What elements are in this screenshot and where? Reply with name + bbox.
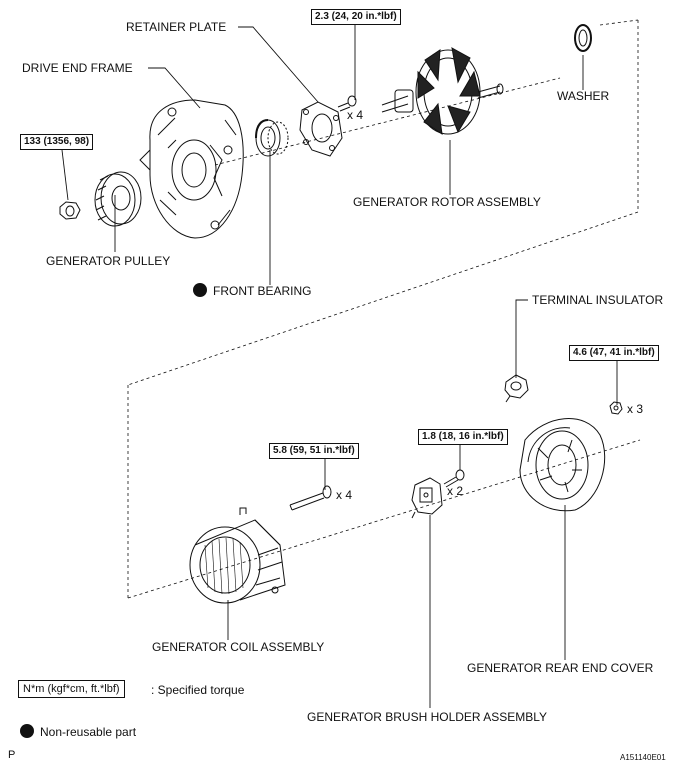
label-generator-brush-holder-assembly: GENERATOR BRUSH HOLDER ASSEMBLY	[307, 710, 548, 724]
rear-end-cover-drawing	[519, 418, 606, 512]
qty-rear-cover-nut: x 3	[627, 402, 644, 416]
torque-pulley-nut: 133 (1356, 98)	[20, 134, 94, 150]
nonreusable-marker-icon	[193, 283, 207, 297]
label-drive-end-frame: DRIVE END FRAME	[22, 61, 133, 75]
torque-brush-holder-screw: 1.8 (18, 16 in.*lbf)	[418, 429, 508, 445]
qty-through-bolt: x 4	[336, 488, 353, 502]
pulley-nut-drawing	[59, 201, 81, 220]
rotor-assembly-drawing	[381, 47, 504, 136]
legend-torque-box: N*m (kgf*cm, ft.*lbf)	[18, 680, 125, 698]
brush-holder-screw-drawing	[443, 469, 465, 488]
footer-left-mark: P	[8, 749, 16, 761]
footer-figure-id: A151140E01	[620, 753, 666, 762]
label-generator-coil-assembly: GENERATOR COIL ASSEMBLY	[152, 640, 325, 654]
label-generator-rotor-assembly: GENERATOR ROTOR ASSEMBLY	[353, 195, 541, 209]
qty-retainer-bolt: x 4	[347, 108, 364, 122]
label-terminal-insulator: TERMINAL INSULATOR	[532, 293, 664, 307]
label-generator-rear-end-cover: GENERATOR REAR END COVER	[467, 661, 654, 675]
torque-rear-cover-nut: 4.6 (47, 41 in.*lbf)	[569, 345, 659, 361]
coil-assembly-drawing	[189, 507, 286, 604]
legend-torque-text: : Specified torque	[151, 683, 245, 697]
washer-drawing	[574, 24, 592, 52]
generator-pulley-drawing	[94, 171, 142, 227]
label-retainer-plate: RETAINER PLATE	[126, 20, 227, 34]
retainer-bolt-drawing	[337, 95, 357, 112]
label-front-bearing: FRONT BEARING	[213, 284, 312, 298]
retainer-plate-drawing	[299, 101, 343, 157]
front-bearing-drawing	[255, 119, 289, 157]
qty-brush-holder-screw: x 2	[447, 484, 464, 498]
through-bolt-drawing	[289, 485, 332, 511]
legend-nonreusable-text: Non-reusable part	[40, 725, 137, 739]
brush-holder-drawing	[411, 477, 443, 519]
rear-cover-nut-drawing	[609, 401, 623, 415]
label-washer: WASHER	[557, 89, 610, 103]
leader-lines	[61, 25, 618, 708]
terminal-insulator-drawing	[504, 374, 529, 403]
drive-end-frame-drawing	[139, 99, 244, 239]
torque-retainer-bolt: 2.3 (24, 20 in.*lbf)	[311, 9, 401, 25]
legend-nonreusable-icon	[20, 724, 34, 738]
label-generator-pulley: GENERATOR PULLEY	[46, 254, 171, 268]
torque-through-bolt: 5.8 (59, 51 in.*lbf)	[269, 443, 359, 459]
